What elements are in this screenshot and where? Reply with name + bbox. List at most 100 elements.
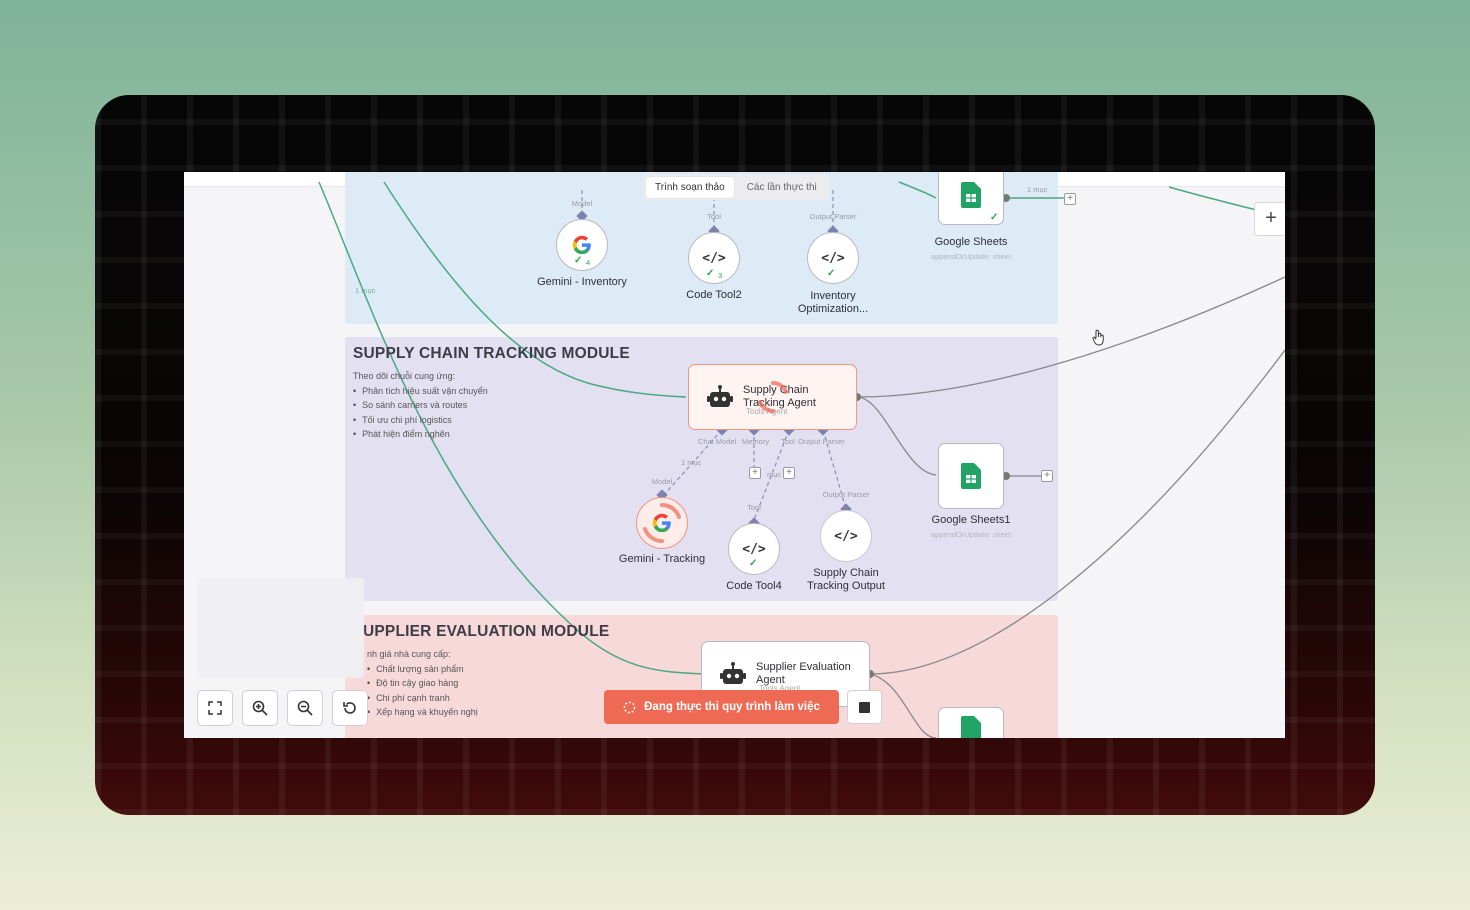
supplier-agent-line1: Supplier Evaluation: [756, 661, 851, 673]
supplier-bullets: Chất lượng sản phẩm Độ tin cậy giao hàng…: [367, 662, 478, 720]
reset-zoom-icon: [343, 702, 356, 714]
tracking-parser-port-label: Output Parser: [822, 490, 870, 499]
supplier-desc-intro: nh giá nhà cung cấp:: [367, 649, 451, 659]
supplier-agent-type: Tools Agent: [759, 684, 801, 693]
add-memory-button[interactable]: +: [749, 467, 761, 479]
google-sheets-icon: [961, 716, 981, 738]
tracking-bullet: Phát hiện điểm nghẽn: [353, 427, 488, 442]
gemini-inventory-port-label: Model: [571, 199, 593, 208]
code-icon: </>: [702, 250, 726, 266]
inventory-parser-label-2: Optimization...: [797, 303, 869, 315]
tracking-bullet: So sánh carriers và routes: [353, 398, 488, 413]
gemini-tracking-label: Gemini - Tracking: [618, 553, 706, 565]
add-node-button[interactable]: +: [1064, 193, 1076, 205]
supplier-bullet: Chi phí cạnh tranh: [367, 691, 478, 706]
code-tool2-node[interactable]: </>: [688, 232, 740, 284]
executing-workflow-button[interactable]: Đang thực thi quy trình làm việc: [604, 690, 839, 724]
success-check-icon: ✓: [749, 558, 758, 569]
code-tool2-port-label: Tool: [707, 212, 721, 221]
port-tool: Tool: [781, 437, 795, 446]
success-check-icon: ✓: [574, 255, 583, 266]
inventory-parser-port-label: Output Parser: [809, 212, 857, 221]
zoom-out-button[interactable]: [287, 690, 323, 726]
supplier-bullet: Chất lượng sản phẩm: [367, 662, 478, 677]
sheets-item-count: 1 mục: [1027, 185, 1048, 194]
connections-layer: [318, 181, 1285, 738]
success-check-icon: ✓: [990, 212, 999, 223]
gemini-tracking-node[interactable]: [636, 497, 688, 549]
supplier-module-title: UPPLIER EVALUATION MODULE: [363, 623, 610, 640]
google-sheets1-label: Google Sheets1: [931, 514, 1011, 526]
editor-tabs: Trình soạn thảo Các lần thực thi: [643, 174, 829, 200]
stop-execution-button[interactable]: [847, 690, 882, 724]
code-icon: </>: [742, 541, 766, 557]
add-node-panel-button[interactable]: +: [1254, 202, 1285, 236]
supply-chain-tracking-agent-node[interactable]: Supply Chain Tracking Agent Tools Agent: [688, 364, 857, 430]
code-tool4-label: Code Tool4: [726, 580, 782, 592]
port-memory: Memory: [742, 437, 770, 446]
port-chat-model: Chat Model: [698, 437, 737, 446]
google-sheets-sub: appendOrUpdate: sheet: [930, 252, 1012, 261]
google-sheets-icon: [961, 182, 981, 208]
spinner-icon: [643, 502, 681, 544]
tracking-bullets: Phân tích hiệu suất vận chuyển So sánh c…: [353, 384, 488, 442]
robot-icon: [720, 662, 746, 684]
execute-label: Đang thực thi quy trình làm việc: [644, 701, 820, 713]
tracking-agent-line1: Supply Chain: [743, 384, 809, 396]
tracking-edge-count-2: mục: [767, 470, 782, 479]
tracking-parser-label-1: Supply Chain: [813, 567, 879, 579]
tracking-desc-intro: Theo dõi chuỗi cung ứng:: [353, 371, 456, 381]
tracking-module-description: Theo dõi chuỗi cung ứng: Phân tích hiệu …: [353, 369, 488, 442]
supplier-agent-label: Supplier Evaluation Agent: [756, 661, 851, 687]
tracking-edge-count: 1 mục: [681, 458, 702, 467]
tracking-bullet: Tối ưu chi phí logistics: [353, 413, 488, 428]
add-tool-button[interactable]: +: [783, 467, 795, 479]
hand-cursor-icon: [1092, 329, 1104, 346]
workflow-canvas[interactable]: Trình soạn thảo Các lần thực thi Model ✓…: [184, 172, 1285, 738]
google-g-icon: [572, 235, 591, 255]
zoom-in-icon: [252, 700, 268, 716]
supplier-bullet: Độ tin cậy giao hàng: [367, 676, 478, 691]
zoom-in-button[interactable]: [242, 690, 278, 726]
supplier-agent-line2: Agent: [756, 674, 785, 686]
google-sheets1-sub: appendOrUpdate: sheet: [930, 530, 1012, 539]
tab-editor[interactable]: Trình soạn thảo: [646, 176, 734, 198]
code-tool2-label: Code Tool2: [686, 289, 742, 301]
gemini-inventory-label: Gemini - Inventory: [537, 276, 627, 288]
google-sheets-icon: [961, 463, 981, 489]
stop-icon: [859, 701, 870, 713]
code-tool4-node[interactable]: </>: [728, 523, 780, 575]
gemini-inventory-node[interactable]: [556, 219, 608, 271]
spinner-icon: [758, 381, 788, 413]
google-sheets-node[interactable]: [938, 172, 1004, 225]
fit-view-icon: [208, 701, 222, 715]
success-check-icon: ✓: [706, 268, 715, 279]
tracking-parser-label-2: Tracking Output: [807, 580, 885, 592]
supplier-module-description: nh giá nhà cung cấp: Chất lượng sản phẩm…: [367, 647, 478, 720]
google-sheets2-node[interactable]: [938, 707, 1004, 738]
loading-spinner-icon: [623, 701, 636, 713]
google-sheets-label: Google Sheets: [934, 236, 1008, 248]
fit-view-button[interactable]: [197, 690, 233, 726]
inventory-parser-node[interactable]: </>: [807, 232, 859, 284]
add-node-button[interactable]: +: [1041, 470, 1053, 482]
tracking-module-title: SUPPLY CHAIN TRACKING MODULE: [353, 345, 630, 362]
code-icon: </>: [821, 250, 845, 266]
port-output-parser: Output Parser: [798, 437, 845, 446]
gemini-inventory-badge: 4: [586, 258, 591, 267]
success-check-icon: ✓: [827, 268, 836, 279]
tab-executions[interactable]: Các lần thực thi: [746, 181, 817, 193]
google-sheets1-node[interactable]: [938, 443, 1004, 509]
code-icon: </>: [834, 528, 858, 544]
gemini-tracking-port-label: Model: [651, 477, 673, 486]
supplier-bullet: Xếp hạng và khuyến nghị: [367, 705, 478, 720]
tracking-output-parser-node[interactable]: </>: [820, 510, 872, 562]
zoom-out-icon: [297, 700, 313, 716]
reset-zoom-button[interactable]: [332, 690, 368, 726]
robot-icon: [707, 385, 733, 407]
minimap[interactable]: [197, 578, 364, 678]
inventory-parser-label-1: Inventory: [810, 290, 856, 302]
code-tool2-badge: 3: [718, 271, 723, 280]
tracking-bullet: Phân tích hiệu suất vận chuyển: [353, 384, 488, 399]
edge-item-count: 1 mục: [355, 286, 376, 295]
